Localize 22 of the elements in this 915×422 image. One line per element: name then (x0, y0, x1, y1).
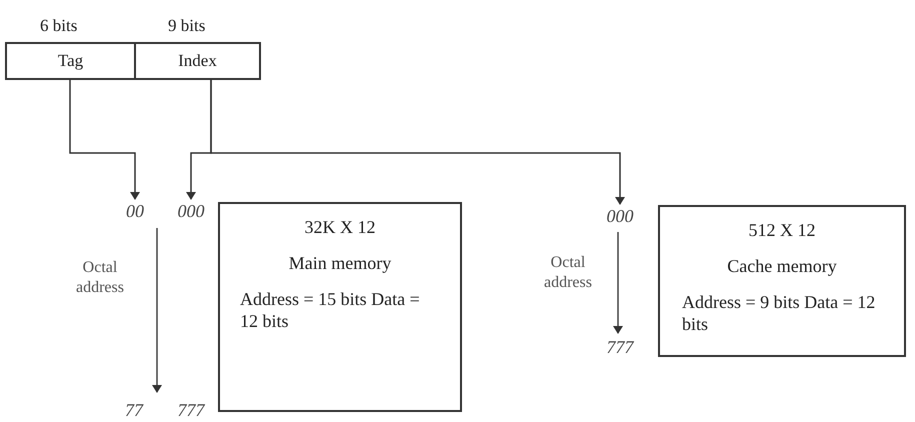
memory-title: Main memory (288, 252, 392, 274)
address-value: 77 (124, 400, 144, 420)
memory-box (658, 205, 906, 357)
address-data-spec: Address = 15 bits Data = 12 bits (240, 288, 421, 332)
bit-width-label: 9 bits (168, 16, 206, 36)
address-field: Index (134, 42, 261, 80)
address-value: 777 (606, 337, 635, 357)
address-field: Tag (5, 42, 136, 80)
address-value: 000 (598, 206, 642, 226)
bit-width-label: 6 bits (40, 16, 78, 36)
address-value: 000 (170, 201, 212, 221)
arrow (69, 80, 140, 200)
axis-caption: Octal address (75, 258, 125, 298)
capacity-label: 512 X 12 (748, 219, 816, 241)
address-value: 777 (176, 400, 206, 420)
memory-box (218, 202, 462, 412)
capacity-label: 32K X 12 (304, 216, 376, 238)
address-data-spec: Address = 9 bits Data = 12 bits (682, 291, 876, 335)
axis-caption: Octal address (543, 253, 593, 293)
arrow (210, 80, 625, 205)
memory-title: Cache memory (727, 255, 837, 277)
address-value: 00 (119, 201, 151, 221)
